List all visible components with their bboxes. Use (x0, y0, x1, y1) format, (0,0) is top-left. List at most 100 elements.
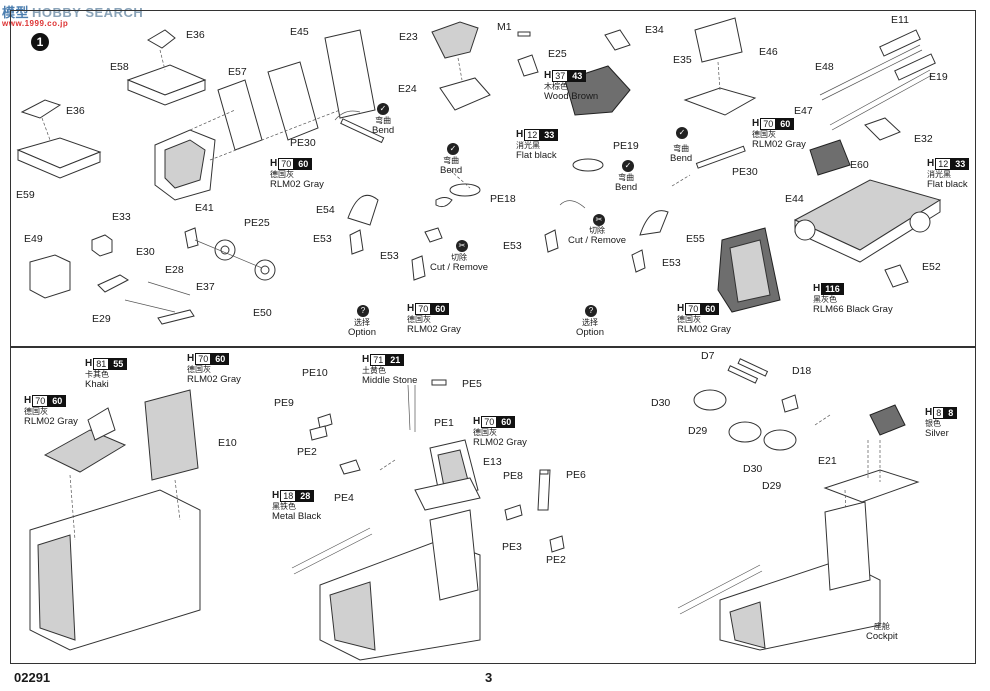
label-pe6: PE6 (566, 469, 586, 481)
label-m1: M1 (497, 21, 512, 33)
label-e36: E36 (186, 29, 205, 41)
label-e53-c: E53 (503, 240, 522, 252)
part-seat-assembly (309, 379, 481, 511)
step-panel-top (10, 10, 976, 348)
bend-icon: ✓ (377, 103, 389, 115)
label-e58: E58 (110, 61, 129, 73)
label-e21: E21 (818, 455, 837, 467)
label-pe1: PE1 (434, 417, 454, 429)
label-e44: E44 (785, 193, 804, 205)
bend-icon: ✓ (622, 160, 634, 172)
direction-arrows (379, 174, 831, 471)
label-e37: E37 (196, 281, 215, 293)
label-pe10: PE10 (302, 367, 328, 379)
label-e24: E24 (398, 83, 417, 95)
label-e53-b: E53 (380, 250, 399, 262)
bend-icon: ✓ (447, 143, 459, 155)
label-e34: E34 (645, 24, 664, 36)
part-e54-handles (347, 195, 453, 281)
part-e52-bulkhead (717, 227, 781, 313)
label-e41: E41 (195, 202, 214, 214)
label-e55: E55 (686, 233, 705, 245)
label-e23: E23 (399, 31, 418, 43)
part-floor-assembly (793, 117, 942, 288)
page-number: 3 (485, 670, 493, 685)
label-e60: E60 (850, 159, 869, 171)
label-e35: E35 (673, 54, 692, 66)
label-e36-b: E36 (66, 105, 85, 117)
label-pe4: PE4 (334, 492, 354, 504)
label-d7: D7 (701, 350, 715, 362)
label-e32: E32 (914, 133, 933, 145)
label-d30-b: D30 (743, 463, 763, 475)
part-e29-linkage (97, 274, 195, 325)
label-e28: E28 (165, 264, 184, 276)
label-e45: E45 (290, 26, 309, 38)
label-e52: E52 (922, 261, 941, 273)
label-e10: E10 (218, 437, 237, 449)
step-panel-bottom (10, 346, 976, 664)
step-number-badge: 1 (31, 33, 49, 51)
option-icon: ? (357, 305, 369, 317)
part-e50-wheels (184, 227, 276, 281)
label-pe30-b: PE30 (732, 166, 758, 178)
part-gun-barrel-assembly (291, 509, 481, 661)
label-e54: E54 (316, 204, 335, 216)
part-pe-small-parts (504, 469, 565, 553)
label-e49: E49 (24, 233, 43, 245)
part-cockpit-final (677, 501, 881, 651)
label-e53-d: E53 (662, 257, 681, 269)
part-e57-panel (154, 29, 376, 201)
part-pe19-seatbelt (544, 145, 746, 273)
cut-icon: ✂ (456, 240, 468, 252)
part-cockpit-tub-left (29, 389, 201, 651)
label-d30: D30 (651, 397, 671, 409)
label-e50: E50 (253, 307, 272, 319)
part-e21-plate (823, 440, 920, 561)
part-pe30-bend-strip (334, 110, 385, 144)
label-pe19: PE19 (613, 140, 639, 152)
label-e47: E47 (794, 105, 813, 117)
part-e59-tray (16, 99, 102, 179)
label-pe25: PE25 (244, 217, 270, 229)
label-d29-b: D29 (762, 480, 782, 492)
part-e58-bracket (126, 29, 207, 106)
label-e29: E29 (92, 313, 111, 325)
label-e59: E59 (16, 189, 35, 201)
label-e53: E53 (313, 233, 332, 245)
label-pe18: PE18 (490, 193, 516, 205)
part-e46-plate (683, 17, 757, 116)
label-e46: E46 (759, 46, 778, 58)
bend-icon: ✓ (676, 127, 688, 139)
label-pe9: PE9 (274, 397, 294, 409)
label-pe30: PE30 (290, 137, 316, 149)
label-pe5: PE5 (462, 378, 482, 390)
label-e30: E30 (136, 246, 155, 258)
label-pe8: PE8 (503, 470, 523, 482)
kit-number: 02291 (14, 670, 51, 685)
part-e11-guns (819, 29, 936, 131)
part-e23-e24-panel (431, 21, 491, 111)
